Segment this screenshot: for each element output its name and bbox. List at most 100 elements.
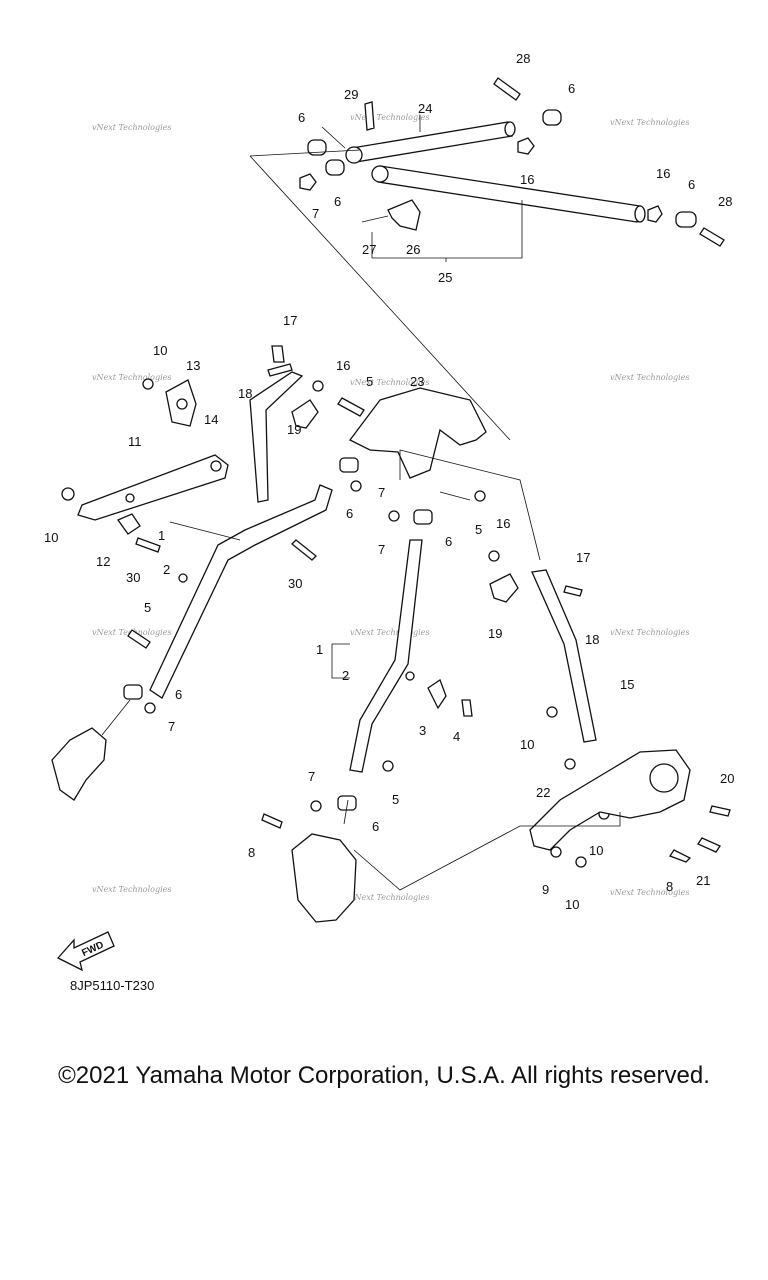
clamp-19 — [489, 573, 519, 603]
cap-6 — [123, 684, 143, 700]
bolt-18 — [267, 363, 293, 377]
callout: 5 — [366, 374, 373, 389]
callout: 6 — [346, 506, 353, 521]
callout: 10 — [589, 843, 603, 858]
cap-6 — [413, 509, 433, 525]
nut-2 — [405, 671, 415, 681]
hole — [125, 493, 135, 503]
bar-11 — [77, 454, 229, 521]
callout: 6 — [298, 110, 305, 125]
bolt-8 — [669, 849, 692, 863]
pipe-1-left — [149, 484, 333, 699]
callout: 12 — [96, 554, 110, 569]
callout: 11 — [128, 434, 142, 449]
clamp-19 — [291, 399, 319, 429]
nut-5 — [474, 490, 486, 502]
bolt-20 — [709, 805, 731, 817]
assembly-line — [249, 149, 361, 157]
parts-diagram: vNext Technologies vNext Technologies vN… — [44, 51, 734, 972]
callout: 7 — [378, 542, 385, 557]
callout: 10 — [565, 897, 579, 912]
nut-16 — [488, 550, 500, 562]
callout: 30 — [288, 576, 302, 591]
callout: 9 — [542, 882, 549, 897]
pipe-1-center — [349, 539, 423, 773]
cap-6 — [307, 139, 327, 156]
nut-7 — [310, 800, 322, 812]
callout: 18 — [238, 386, 252, 401]
callout: 5 — [392, 792, 399, 807]
callout: 22 — [536, 785, 550, 800]
callout: 16 — [336, 358, 350, 373]
callout: 25 — [438, 270, 452, 285]
clamp-3 — [427, 679, 447, 710]
callout: 24 — [418, 101, 432, 116]
bar-end — [634, 205, 646, 223]
lower-center-bracket — [291, 833, 357, 923]
bar-end — [371, 165, 389, 183]
callout: 7 — [308, 769, 315, 784]
nut-10 — [142, 378, 154, 390]
fwd-arrow-icon — [56, 931, 115, 972]
washer-9 — [550, 846, 562, 858]
nut-10 — [61, 487, 75, 501]
bolt-29 — [364, 101, 375, 131]
callout: 7 — [168, 719, 175, 734]
bolt-17 — [271, 345, 285, 363]
frame-assembly — [51, 345, 731, 923]
bar-24 — [351, 121, 513, 163]
bracket-26 — [387, 199, 421, 231]
bolt-5 — [127, 629, 151, 649]
bolt-28 — [493, 77, 521, 101]
callout: 28 — [718, 194, 732, 209]
callout: 30 — [126, 570, 140, 585]
watermark: vNext Technologies — [610, 628, 689, 637]
bolt-4 — [461, 699, 473, 717]
callout: 19 — [488, 626, 502, 641]
callout: 6 — [688, 177, 695, 192]
watermark: vNext Technologies — [92, 373, 171, 382]
callout: 7 — [312, 206, 319, 221]
callout: 4 — [453, 729, 460, 744]
callout: 26 — [406, 242, 420, 257]
callout: 17 — [576, 550, 590, 565]
callout: 1 — [158, 528, 165, 543]
bolt-8 — [261, 813, 283, 829]
bar-end — [345, 146, 363, 164]
cap-6 — [542, 109, 562, 126]
callout: 29 — [344, 87, 358, 102]
bolt-28 — [699, 227, 725, 247]
nut-22 — [564, 758, 576, 770]
watermark: vNext Technologies — [610, 373, 689, 382]
cap-6 — [325, 159, 345, 176]
bolt-5 — [337, 397, 365, 417]
callout: 6 — [334, 194, 341, 209]
hole — [649, 763, 679, 793]
callout: 10 — [153, 343, 167, 358]
lower-left-bracket — [51, 727, 107, 801]
callout: 13 — [186, 358, 200, 373]
callout: 14 — [204, 412, 218, 427]
watermark: vNext Technologies — [92, 123, 171, 132]
watermark: vNext Technologies — [350, 893, 429, 902]
callout: 18 — [585, 632, 599, 647]
callout: 10 — [44, 530, 58, 545]
nut-7 — [350, 480, 362, 492]
callout: 3 — [419, 723, 426, 738]
callout: 6 — [445, 534, 452, 549]
screw-27 — [361, 215, 389, 223]
callout: 15 — [620, 677, 634, 692]
bolt-30 — [135, 537, 161, 553]
watermark: vNext Technologies — [92, 885, 171, 894]
nut-10 — [546, 706, 558, 718]
callout: 27 — [362, 242, 376, 257]
callout: 23 — [410, 374, 424, 389]
nut-16 — [517, 137, 535, 155]
bolt-21 — [697, 837, 721, 853]
watermark: vNext Technologies — [350, 378, 429, 387]
clamp-12 — [117, 513, 141, 535]
figure-code: 8JP5110-T230 — [70, 978, 155, 993]
callout: 28 — [516, 51, 530, 66]
callout: 5 — [475, 522, 482, 537]
nut-7 — [388, 510, 400, 522]
